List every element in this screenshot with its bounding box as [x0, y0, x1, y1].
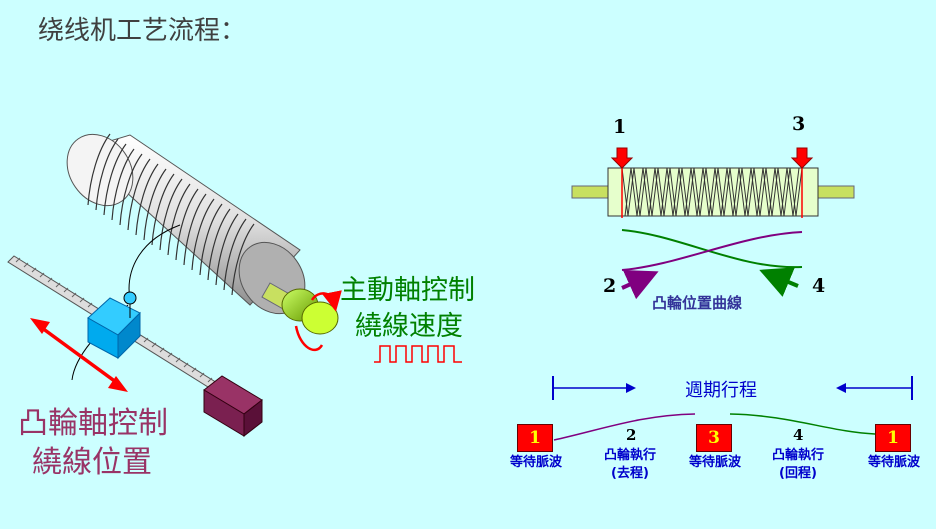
coil-marker-3: 3 [792, 113, 806, 135]
drive-label-line2: 繞線速度 [355, 311, 463, 342]
winding-drum [66, 133, 306, 315]
coil-arrow-4-label: 4 [812, 275, 826, 297]
cam-label-line2: 繞線位置 [32, 445, 152, 480]
cycle-return-curve [729, 413, 876, 435]
rotation-arrow [294, 325, 324, 352]
coil-marker-1: 1 [613, 116, 627, 138]
coil-shaft-left [571, 185, 613, 199]
step-marker-3: 3 [696, 424, 732, 452]
step-marker-1-end: 1 [875, 424, 911, 452]
step-3-caption: 等待脈波 [688, 455, 741, 470]
cycle-label: 週期行程 [685, 380, 757, 401]
coil-shaft-right [815, 185, 855, 199]
step-4-number: 4 [793, 426, 804, 444]
cycle-forward-curve [553, 413, 696, 441]
coil-arrow-2-label: 2 [603, 275, 617, 297]
cam-motor [203, 375, 263, 438]
step-4-sub: (回程) [779, 466, 817, 481]
cam-curve-forward [621, 231, 803, 271]
cam-curve-caption: 凸輪位置曲線 [652, 294, 743, 312]
cycle-timeline [552, 376, 913, 441]
pulse-wave [374, 345, 462, 363]
cam-curve-return [621, 229, 803, 269]
step-2-caption: 凸輪執行 [603, 448, 656, 463]
start-arrow [610, 147, 634, 169]
step-5-caption: 等待脈波 [867, 455, 920, 470]
coil-diagram [571, 147, 855, 300]
cam-label-line1: 凸輪軸控制 [18, 406, 168, 441]
wire-guide-block [87, 291, 141, 360]
step-4-caption: 凸輪執行 [771, 448, 824, 463]
drive-label-line1: 主動軸控制 [340, 275, 475, 306]
forward-arrow [621, 270, 659, 300]
end-arrow [790, 147, 814, 169]
traverse-arrow [36, 323, 122, 387]
step-marker-1-start: 1 [517, 424, 553, 452]
step-2-number: 2 [626, 426, 637, 444]
return-arrow [759, 267, 799, 297]
page-title: 绕线机工艺流程： [38, 16, 247, 46]
step-2-sub: (去程) [611, 466, 649, 481]
coil-windings [621, 167, 803, 217]
wire [128, 224, 181, 301]
step-1-caption: 等待脈波 [509, 455, 562, 470]
